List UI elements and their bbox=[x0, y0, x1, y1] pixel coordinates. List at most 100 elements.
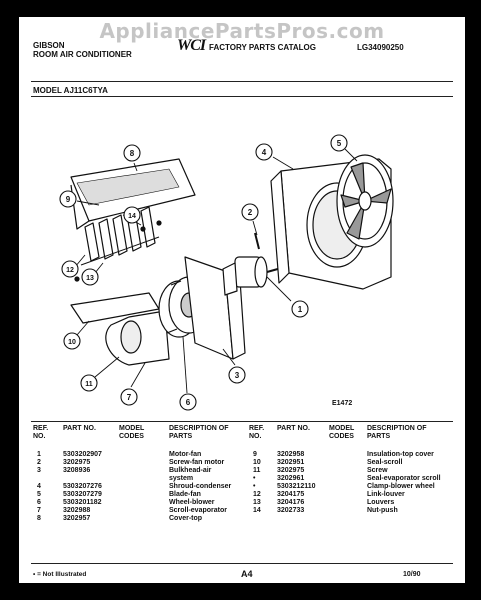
ref-no-cell: 12 bbox=[253, 491, 261, 498]
callout-7: 7 bbox=[127, 393, 132, 402]
fan-motor-part bbox=[222, 256, 286, 296]
part-no-cell: 5303202907 bbox=[63, 451, 102, 458]
table-row: 7 3202988 Scroll-evaporator bbox=[33, 507, 243, 515]
table-row: 9 3202958 Insulation-top cover bbox=[249, 451, 459, 459]
ref-no-cell: 1 bbox=[37, 451, 41, 458]
product-type: ROOM AIR CONDITIONER bbox=[33, 50, 132, 59]
description-cell: Cover-top bbox=[169, 515, 203, 522]
ref-no-cell: 13 bbox=[253, 499, 261, 506]
part-no-cell: 3202975 bbox=[63, 459, 91, 466]
table-row: 4 5303207276 Shroud-condenser bbox=[33, 483, 243, 491]
part-no-cell: 5303201182 bbox=[63, 499, 102, 506]
callout-9: 9 bbox=[66, 195, 71, 204]
callout-2: 2 bbox=[248, 208, 253, 217]
diagram-svg: 1 2 3 4 5 6 7 8 9 10 11 12 13 14 bbox=[59, 134, 394, 411]
model-label: MODEL AJ11C6TYA bbox=[33, 86, 108, 95]
description-cell: Wheel-blower bbox=[169, 499, 215, 506]
table-top-divider bbox=[31, 421, 453, 422]
part-no-cell: 3208936 bbox=[63, 467, 91, 474]
description-cell: Clamp-blower wheel bbox=[367, 483, 435, 490]
table-row: 10 3202951 Seal-scroll bbox=[249, 459, 459, 467]
part-no-cell: 3204175 bbox=[277, 491, 305, 498]
callout-1: 1 bbox=[298, 305, 303, 314]
part-no-cell: 5303207279 bbox=[63, 491, 102, 498]
fan-blade-part bbox=[336, 154, 394, 248]
ref-no-cell: 2 bbox=[37, 459, 41, 466]
col-model-codes: MODEL CODES bbox=[329, 425, 355, 440]
brand-name: GIBSON bbox=[33, 41, 65, 50]
callout-circles bbox=[59, 134, 348, 411]
callout-5: 5 bbox=[337, 139, 342, 148]
table-row: 14 3202733 Nut-push bbox=[249, 507, 459, 515]
col-model-codes: MODEL CODES bbox=[119, 425, 145, 440]
callout-12: 12 bbox=[66, 267, 74, 274]
parts-table-right: REF. NO. PART NO. MODEL CODES DESCRIPTIO… bbox=[249, 425, 459, 515]
col-ref-no: REF. NO. bbox=[33, 425, 49, 440]
ref-no-cell: 14 bbox=[253, 507, 261, 514]
description-cell: Nut-push bbox=[367, 507, 398, 514]
callout-8: 8 bbox=[130, 149, 135, 158]
screw-part bbox=[254, 232, 260, 250]
description-cell: Blade-fan bbox=[169, 491, 201, 498]
model-divider bbox=[31, 96, 453, 97]
ref-no-cell: 8 bbox=[37, 515, 41, 522]
exploded-parts-diagram: 1 2 3 4 5 6 7 8 9 10 11 12 13 14 bbox=[19, 97, 465, 427]
part-no-cell: 3202733 bbox=[277, 507, 305, 514]
description-cell: Screw-fan motor bbox=[169, 459, 225, 466]
description-cell: Seal-scroll bbox=[367, 459, 403, 466]
page-number: A4 bbox=[241, 569, 253, 579]
callout-14: 14 bbox=[128, 213, 136, 220]
part-no-cell: 3202958 bbox=[277, 451, 305, 458]
not-illustrated-note: • = Not Illustrated bbox=[33, 571, 87, 578]
callout-10: 10 bbox=[68, 339, 76, 346]
ref-no-cell: 9 bbox=[253, 451, 257, 458]
ref-no-cell: 4 bbox=[37, 483, 41, 490]
revision-date: 10/90 bbox=[403, 571, 421, 578]
col-part-no: PART NO. bbox=[63, 425, 96, 432]
ref-no-cell: 7 bbox=[37, 507, 41, 514]
table-row: 12 3204175 Link-louver bbox=[249, 491, 459, 499]
description-cell: Seal-evaporator scroll bbox=[367, 475, 441, 482]
part-no-cell: 5303207276 bbox=[63, 483, 102, 490]
description-cell: Scroll-evaporator bbox=[169, 507, 227, 514]
col-part-no: PART NO. bbox=[277, 425, 310, 432]
ref-no-cell: 6 bbox=[37, 499, 41, 506]
ref-no-cell: • bbox=[253, 483, 256, 490]
header-divider bbox=[31, 81, 453, 82]
part-no-cell: 3204176 bbox=[277, 499, 305, 506]
catalog-code: LG34090250 bbox=[357, 43, 404, 52]
ref-no-cell: 3 bbox=[37, 467, 41, 474]
catalog-title: FACTORY PARTS CATALOG bbox=[209, 43, 316, 52]
part-no-cell: 3202988 bbox=[63, 507, 91, 514]
table-row: 5 5303207279 Blade-fan bbox=[33, 491, 243, 499]
description-cell: Screw bbox=[367, 467, 388, 474]
table-row: 2 3202975 Screw-fan motor bbox=[33, 459, 243, 467]
table-row: 8 3202957 Cover-top bbox=[33, 515, 243, 523]
figure-number: E1472 bbox=[332, 400, 353, 407]
ref-no-cell: 5 bbox=[37, 491, 41, 498]
part-no-cell: 3202961 bbox=[277, 475, 305, 482]
ref-no-cell: 10 bbox=[253, 459, 261, 466]
description-cell: Insulation-top cover bbox=[367, 451, 434, 458]
callout-11: 11 bbox=[85, 381, 93, 388]
description-cell: Link-louver bbox=[367, 491, 405, 498]
wci-logo: WCI bbox=[177, 37, 206, 54]
callout-6: 6 bbox=[186, 398, 191, 407]
parts-table-left: REF. NO. PART NO. MODEL CODES DESCRIPTIO… bbox=[33, 425, 243, 523]
watermark: AppliancePartsPros.com bbox=[99, 19, 385, 43]
part-no-cell: 3202957 bbox=[63, 515, 91, 522]
table-row: 6 5303201182 Wheel-blower bbox=[33, 499, 243, 507]
description-cell: Shroud-condenser bbox=[169, 483, 232, 490]
col-description: DESCRIPTION OF PARTS bbox=[367, 425, 427, 440]
callout-4: 4 bbox=[262, 148, 267, 157]
part-no-cell: 3202951 bbox=[277, 459, 305, 466]
callout-3: 3 bbox=[235, 371, 240, 380]
